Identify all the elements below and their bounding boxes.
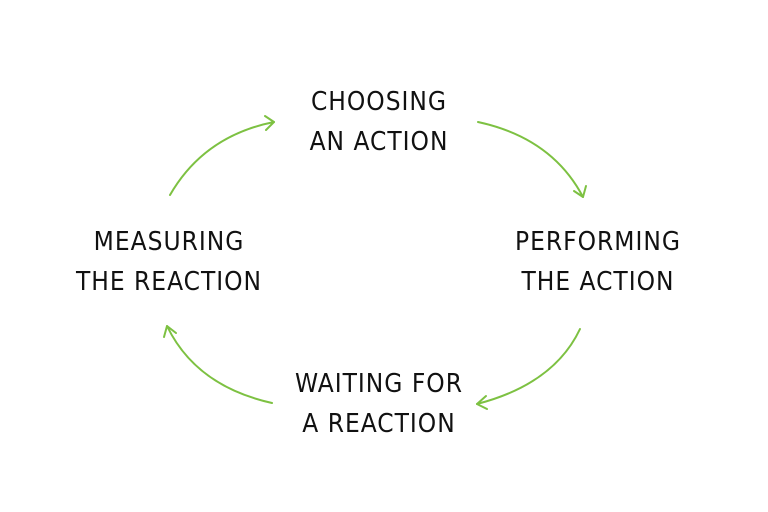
arrowhead-icon	[264, 115, 275, 131]
node-label-line1: PERFORMING	[515, 227, 681, 257]
arrow-measuring-to-choosing	[169, 115, 275, 196]
curved-arrow-icon	[166, 325, 273, 404]
node-choosing-an-action: CHOOSING AN ACTION	[274, 82, 484, 162]
curved-arrow-icon	[169, 121, 275, 196]
arrowhead-icon	[163, 325, 177, 338]
arrow-performing-to-waiting	[476, 328, 581, 410]
node-label-line2: AN ACTION	[309, 127, 449, 157]
node-waiting-for-a-reaction: WAITING FOR A REACTION	[269, 364, 489, 444]
arrowhead-icon	[476, 395, 488, 410]
curved-arrow-icon	[476, 328, 581, 405]
node-label-line1: WAITING FOR	[295, 369, 463, 399]
arrowhead-icon	[573, 185, 587, 198]
node-label-line2: THE REACTION	[75, 267, 263, 297]
arrow-choosing-to-performing	[477, 121, 587, 198]
node-measuring-the-reaction: MEASURING THE REACTION	[64, 222, 274, 302]
node-label-line2: THE ACTION	[521, 267, 675, 297]
arrow-waiting-to-measuring	[163, 325, 273, 404]
node-label-line2: A REACTION	[302, 409, 456, 439]
node-label-line1: MEASURING	[93, 227, 245, 257]
curved-arrow-icon	[477, 121, 584, 198]
node-label-line1: CHOOSING	[310, 87, 448, 117]
node-performing-the-action: PERFORMING THE ACTION	[493, 222, 703, 302]
